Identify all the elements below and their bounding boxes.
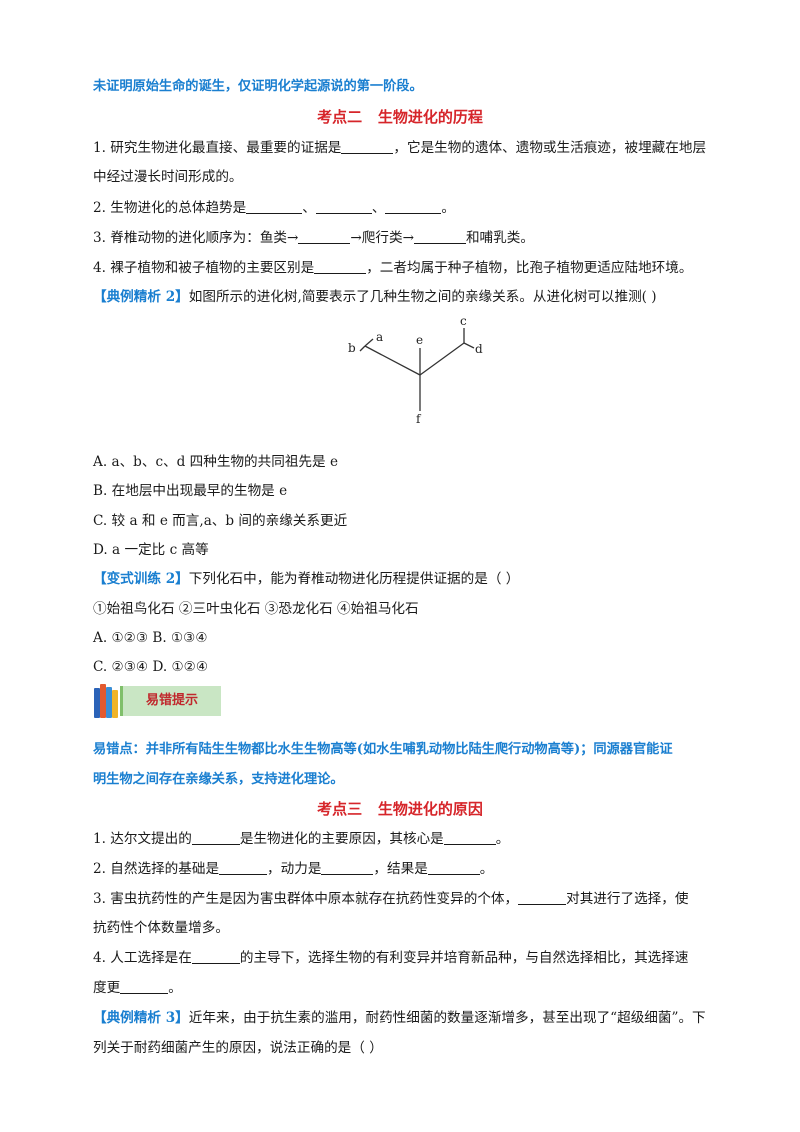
intro-note: 未证明原始生命的诞生，仅证明化学起源说的第一阶段。 — [93, 79, 423, 94]
option-b[interactable]: B. 在地层中出现最早的生物是 e — [93, 483, 288, 499]
answer-blank[interactable] — [120, 979, 169, 994]
answer-blank[interactable] — [298, 229, 351, 244]
s3-q1: 1. 达尔文提出的是生物进化的主要原因，其核心是。 — [93, 830, 510, 847]
variant2-question: 【变式训练 2】下列化石中，能为脊椎动物进化历程提供证据的是（ ） — [93, 571, 520, 587]
branch-b — [359, 345, 366, 352]
example2-tag: 【典例精析 2】 — [93, 289, 189, 305]
tree-branches — [359, 328, 475, 411]
example3-line2: 列关于耐药细菌产生的原因，说法正确的是（ ） — [93, 1040, 383, 1056]
branch-right — [419, 342, 465, 376]
answer-blank[interactable] — [341, 139, 394, 154]
tree-label-e: e — [416, 333, 423, 347]
answer-blank[interactable] — [321, 860, 374, 875]
s3-q3-line1: 3. 害虫抗药性的产生是因为害虫群体中原本就存在抗药性变异的个体，对其进行了选择… — [93, 890, 689, 907]
answer-blank[interactable] — [315, 199, 372, 214]
answer-blank[interactable] — [443, 830, 496, 845]
banner-label: 易错提示 — [120, 686, 221, 716]
answer-blank[interactable] — [191, 830, 240, 845]
answer-blank[interactable] — [413, 229, 466, 244]
s3-q3-line2: 抗药性个体数量增多。 — [93, 920, 229, 936]
pitfall-banner: 易错提示 — [94, 684, 221, 718]
s2-q1-line2: 中经过漫长时间形成的。 — [93, 169, 243, 185]
s3-q4-line1: 4. 人工选择是在的主导下，选择生物的有利变异并培育新品种，与自然选择相比，其选… — [93, 949, 689, 966]
answer-blank[interactable] — [518, 890, 567, 905]
section2-title: 考点二 生物进化的历程 — [317, 108, 483, 126]
tree-label-c: c — [460, 314, 467, 328]
example3-tag: 【典例精析 3】 — [93, 1010, 189, 1026]
variant2-options-row1[interactable]: A. ①②③ B. ①③④ — [93, 630, 208, 646]
s2-q4: 4. 裸子植物和被子植物的主要区别是，二者均属于种子植物，比孢子植物更适应陆地环… — [93, 259, 693, 276]
tree-label-f: f — [416, 412, 422, 426]
books-icon — [94, 684, 118, 718]
answer-blank[interactable] — [191, 949, 240, 964]
s2-q2: 2. 生物进化的总体趋势是、、。 — [93, 199, 456, 216]
answer-blank[interactable] — [427, 860, 480, 875]
branch-left — [364, 345, 421, 376]
pitfall-line1: 易错点：并非所有陆生生物都比水生生物高等(如水生哺乳动物比陆生爬行动物高等)；同… — [93, 742, 673, 757]
s3-q4-line2: 度更。 — [93, 979, 182, 996]
variant2-tag: 【变式训练 2】 — [93, 571, 189, 587]
answer-blank[interactable] — [219, 860, 268, 875]
tree-label-d: d — [475, 342, 483, 356]
tree-label-b: b — [348, 341, 356, 355]
branch-a — [364, 338, 374, 347]
s2-q3: 3. 脊椎动物的进化顺序为：鱼类→→爬行类→和哺乳类。 — [93, 229, 534, 246]
option-a[interactable]: A. a、b、c、d 四种生物的共同祖先是 e — [93, 454, 338, 470]
variant2-options-row2[interactable]: C. ②③④ D. ①②④ — [93, 659, 209, 675]
variant2-items: ①始祖鸟化石 ②三叶虫化石 ③恐龙化石 ④始祖马化石 — [93, 601, 419, 617]
option-d[interactable]: D. a 一定比 c 高等 — [93, 542, 209, 558]
example3-question: 【典例精析 3】近年来，由于抗生素的滥用，耐药性细菌的数量逐渐增多，甚至出现了“… — [93, 1010, 706, 1026]
pitfall-line2: 明生物之间存在亲缘关系，支持进化理论。 — [93, 772, 344, 787]
s2-q1-line1: 1. 研究生物进化最直接、最重要的证据是，它是生物的遗体、遗物或生活痕迹，被埋藏… — [93, 139, 707, 156]
answer-blank[interactable] — [314, 259, 367, 274]
evolution-tree-diagram: a b c d e f — [348, 314, 483, 426]
section3-title: 考点三 生物进化的原因 — [317, 800, 483, 818]
branch-d — [463, 342, 475, 349]
tree-label-a: a — [376, 330, 383, 344]
example2-question: 【典例精析 2】如图所示的进化树,简要表示了几种生物之间的亲缘关系。从进化树可以… — [93, 289, 657, 305]
option-c[interactable]: C. 较 a 和 e 而言,a、b 间的亲缘关系更近 — [93, 513, 348, 529]
answer-blank[interactable] — [385, 199, 442, 214]
answer-blank[interactable] — [246, 199, 303, 214]
s3-q2: 2. 自然选择的基础是，动力是，结果是。 — [93, 860, 494, 877]
